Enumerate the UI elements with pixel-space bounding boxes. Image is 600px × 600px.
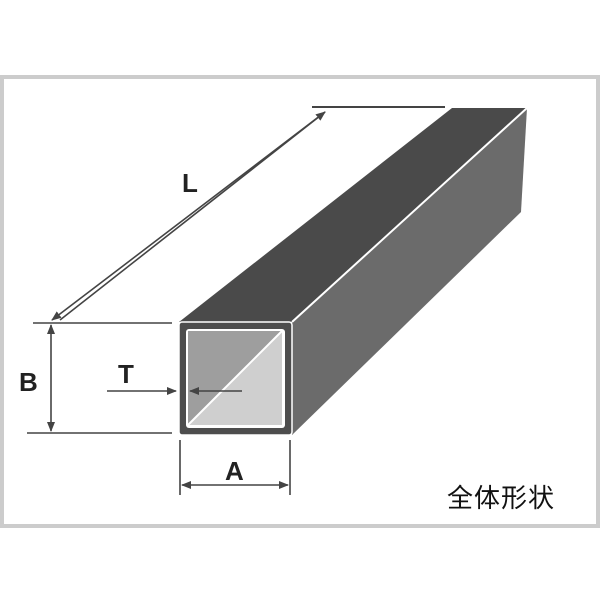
caption-overall-shape: 全体形状: [447, 484, 556, 514]
dimension-length: [51, 106, 445, 321]
dimension-width: [179, 440, 291, 495]
top-face: [179, 108, 527, 322]
label-thickness: T: [118, 359, 134, 389]
label-height: B: [19, 367, 38, 397]
dimension-height: [27, 322, 172, 434]
label-length: L: [182, 168, 198, 198]
tube-body: [178, 107, 528, 436]
side-face: [292, 108, 527, 435]
label-width: A: [225, 456, 244, 486]
